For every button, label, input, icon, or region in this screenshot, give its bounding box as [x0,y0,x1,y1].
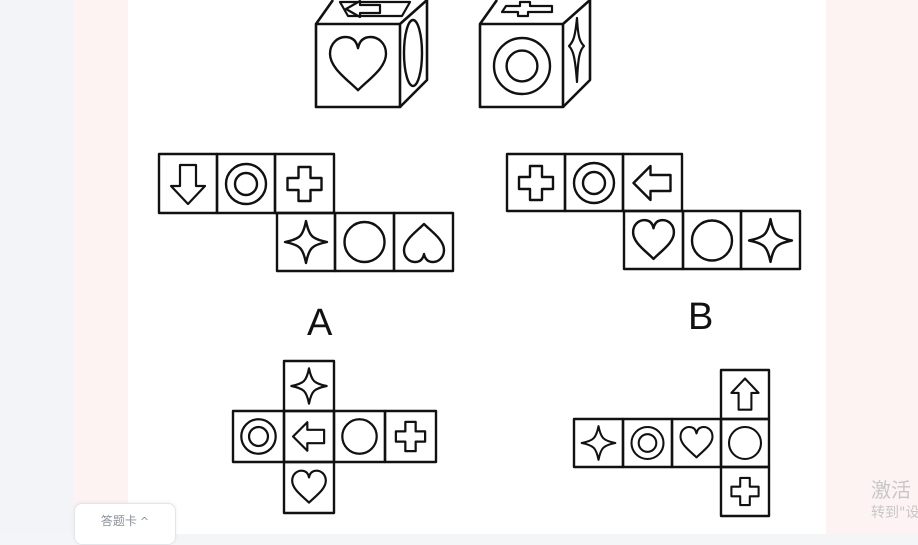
ring-icon [240,418,277,455]
cube-net-figure [157,0,802,518]
cube-2 [478,0,592,109]
heart-icon [631,218,676,261]
star-icon [567,16,586,84]
option-a-net [157,152,455,273]
heart-icon [402,222,446,264]
ellipse-icon [402,18,424,88]
arrow-down-icon [169,163,207,206]
right-margin-strip [826,0,918,534]
arrow-left-icon [291,421,326,452]
arrow-left-icon [632,164,672,202]
circle-icon [343,220,386,264]
ring-icon [572,161,616,205]
option-c-net [231,359,438,515]
ring-icon [224,162,268,206]
cross-icon [730,476,760,507]
cross-icon [500,0,554,18]
star-icon [580,425,617,461]
activation-watermark-subtitle: 转到"设 [871,505,918,521]
heart-icon [328,35,388,92]
circle-icon [341,418,378,455]
circle-icon [727,425,763,461]
cross-icon [286,165,323,203]
cross-icon [517,164,555,202]
arrow-left-icon [338,0,412,18]
heart-icon [291,469,327,504]
circle-icon [690,219,734,262]
left-background [0,0,73,534]
star-icon [290,367,328,405]
arrow-up-icon [730,377,760,411]
option-a-label: A [307,302,333,344]
answer-card-label: 答题卡 [100,514,137,528]
activation-watermark-title: 激活 [871,478,911,502]
cube-1 [314,0,429,109]
star-icon [747,217,794,264]
option-b-label: B [688,296,714,338]
arrow-left-icon [344,0,382,19]
star-icon [283,219,329,265]
heart-icon [679,425,714,459]
ring-icon [630,425,665,461]
answer-card-button[interactable]: 答题卡^ [74,503,176,545]
option-d-net [572,368,771,518]
left-margin-strip [73,0,128,534]
option-b-net [505,152,802,271]
ring-icon [492,36,552,96]
chevron-up-icon: ^ [139,515,150,528]
cross-icon [394,420,427,453]
